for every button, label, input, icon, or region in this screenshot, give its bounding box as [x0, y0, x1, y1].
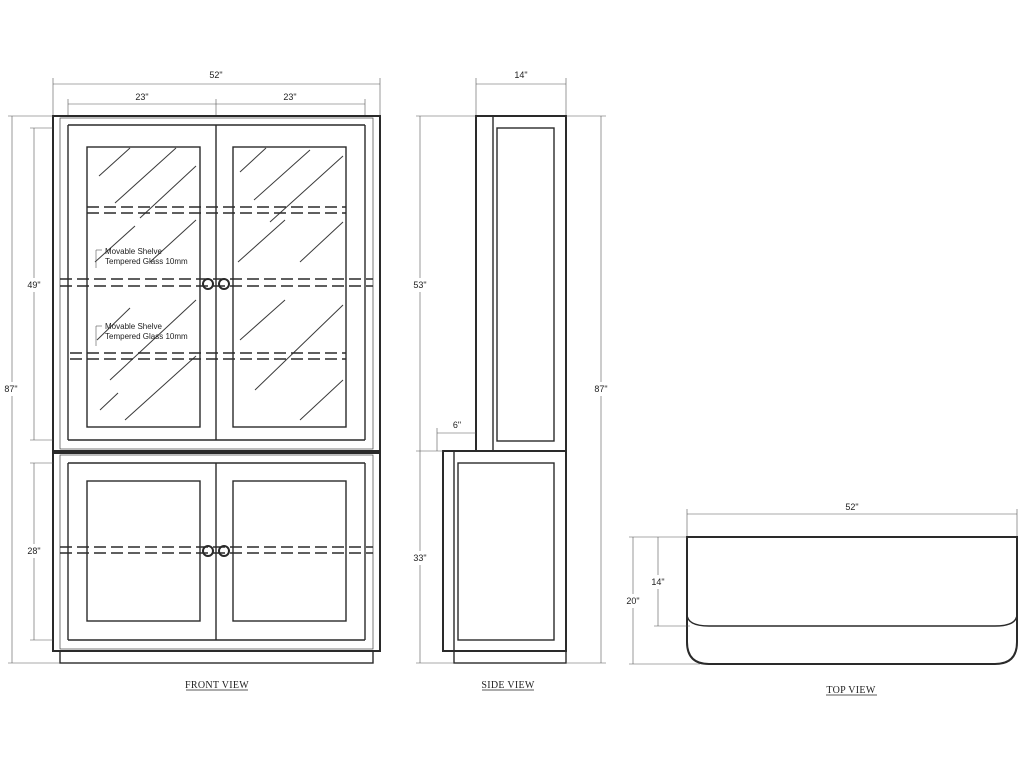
- top-view: 52" 14" 20" TOP VIEW: [622, 502, 1018, 696]
- top-upper-depth-label: 14": [651, 577, 664, 587]
- front-shelf-note-1: Movable Shelve Tempered Glass 10mm: [95, 247, 188, 268]
- side-step-dimension: 6": [436, 420, 476, 451]
- front-door-width-dimension: 23" 23": [67, 92, 366, 116]
- front-upper-height-dimension: 49": [24, 127, 53, 441]
- front-upper-right-handle: [218, 278, 230, 290]
- front-shelf-note-1-line2: Tempered Glass 10mm: [105, 257, 188, 266]
- side-cabinet: [442, 115, 567, 664]
- side-lower-height-label: 33": [413, 553, 426, 563]
- front-overall-height-label: 87": [4, 384, 17, 394]
- front-glass-right: [237, 147, 344, 421]
- side-upper-height-label: 53": [413, 280, 426, 290]
- top-overall-depth-dimension: 20": [622, 536, 700, 665]
- side-upper-height-dimension: 53": [409, 115, 476, 452]
- side-step-depth-label: 6": [453, 420, 461, 430]
- side-view-caption: SIDE VIEW: [481, 680, 535, 691]
- front-view: 52" 23" 23": [2, 70, 381, 691]
- front-lower-left-handle: [202, 545, 214, 557]
- side-overall-height-dimension: 87": [566, 115, 612, 664]
- front-shelf-note-2-line2: Tempered Glass 10mm: [105, 332, 188, 341]
- front-overall-width-dimension: 52": [52, 70, 381, 116]
- front-overall-height-dimension: 87": [2, 115, 60, 664]
- top-width-label: 52": [845, 502, 858, 512]
- side-top-depth-label: 14": [514, 70, 527, 80]
- front-shelf-note-1-line1: Movable Shelve: [105, 247, 162, 256]
- front-view-caption: FRONT VIEW: [185, 680, 249, 691]
- front-cabinet: [52, 115, 381, 664]
- front-glass-left: [94, 147, 197, 421]
- front-lower-height-label: 28": [27, 546, 40, 556]
- front-upper-height-label: 49": [27, 280, 40, 290]
- top-view-caption: TOP VIEW: [826, 685, 875, 696]
- front-shelf-note-2: Movable Shelve Tempered Glass 10mm: [95, 322, 188, 346]
- front-shelf-note-2-line1: Movable Shelve: [105, 322, 162, 331]
- top-upper-depth-dimension: 14": [647, 536, 690, 627]
- side-top-depth-dimension: 14": [475, 70, 567, 116]
- top-width-dimension: 52": [686, 502, 1018, 537]
- front-door-left-width-label: 23": [135, 92, 148, 102]
- top-overall-depth-label: 20": [626, 596, 639, 606]
- front-upper-left-handle: [202, 278, 214, 290]
- top-cabinet: [686, 536, 1018, 665]
- side-lower-height-dimension: 33": [409, 451, 454, 664]
- front-overall-width-label: 52": [209, 70, 222, 80]
- front-door-right-width-label: 23": [283, 92, 296, 102]
- front-lower-height-dimension: 28": [24, 462, 53, 641]
- side-view: 14" 6" 53" 33: [409, 70, 612, 691]
- side-overall-height-label: 87": [594, 384, 607, 394]
- front-lower-right-handle: [218, 545, 230, 557]
